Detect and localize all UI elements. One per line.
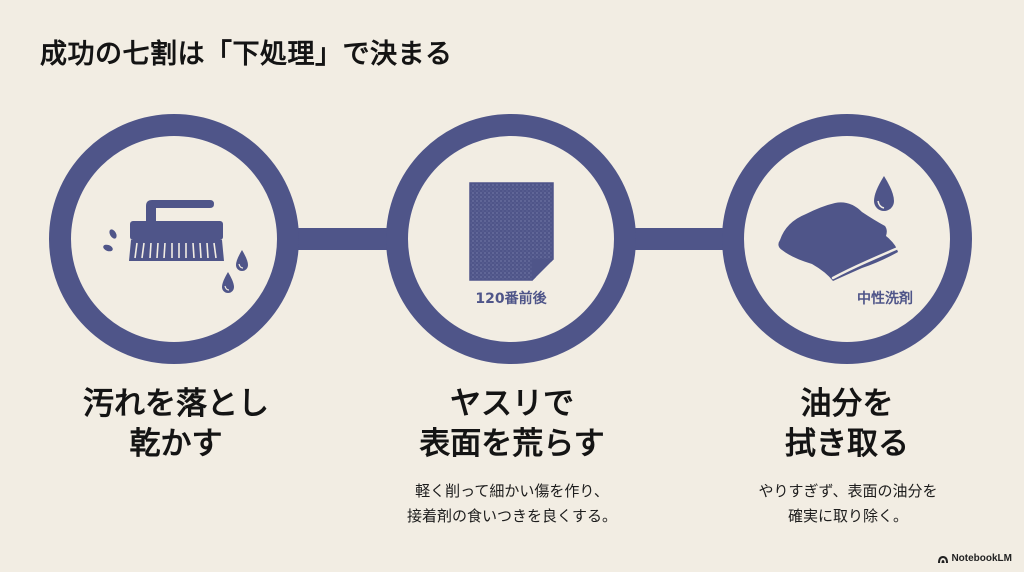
step-3-title-line2: 拭き取る xyxy=(785,426,909,462)
brand-label: NotebookLM xyxy=(951,553,1012,564)
step-3-title-line1: 油分を xyxy=(800,386,894,422)
step-1-title-line1: 汚れを落とし xyxy=(83,386,269,422)
cloth-with-drop-icon xyxy=(778,176,900,281)
notebooklm-logo-icon xyxy=(938,555,949,563)
connector-2-3 xyxy=(631,228,728,250)
step-2-desc-line2: 接着剤の食いつきを良くする。 xyxy=(406,507,618,525)
step-1-title-line2: 乾かす xyxy=(129,426,223,462)
step-3-desc-line2: 確実に取り除く。 xyxy=(787,507,909,525)
scrub-brush-icon xyxy=(103,200,248,293)
step-2-title-line1: ヤスリで xyxy=(450,386,574,422)
sandpaper-grit-label: 120番前後 xyxy=(475,291,547,307)
sandpaper-icon xyxy=(469,182,554,281)
step-2-title-line2: 表面を荒らす xyxy=(419,426,605,462)
connector-1-2 xyxy=(292,228,392,250)
detergent-label: 中性洗剤 xyxy=(857,291,913,307)
step-2-desc-line1: 軽く削って細かい傷を作り、 xyxy=(415,482,609,500)
notebooklm-watermark: NotebookLM xyxy=(938,553,1012,564)
step-3-desc-line1: やりすぎず、表面の油分を xyxy=(758,482,938,500)
page-title: 成功の七割は「下処理」で決まる xyxy=(40,39,453,70)
